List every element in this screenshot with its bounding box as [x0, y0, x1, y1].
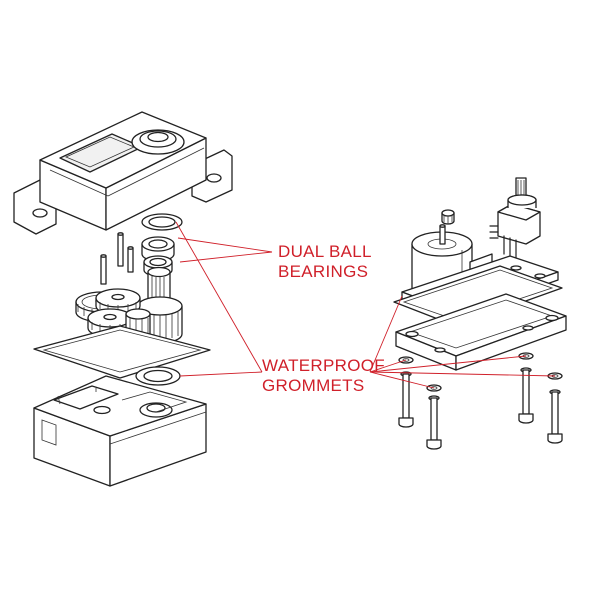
middle-case [33, 375, 207, 487]
potentiometer [489, 177, 541, 259]
bearings-label-line1: DUAL BALL [278, 242, 372, 261]
gear-pins [100, 232, 134, 285]
grommets-label-line2: GROMMETS [262, 376, 365, 395]
callouts: DUAL BALL BEARINGS WATERPROOF GROMMETS [262, 242, 385, 395]
left-servo-exploded-view [13, 111, 233, 487]
right-servo-exploded-view [393, 177, 567, 450]
gear-train [75, 288, 151, 344]
upper-ring [141, 213, 183, 231]
motor-pinion [441, 209, 455, 225]
middle-gasket [33, 325, 211, 379]
lower-ring [135, 366, 181, 386]
case-screws [398, 367, 563, 450]
top-case [13, 111, 233, 235]
bearings-label-line2: BEARINGS [278, 262, 368, 281]
bottom-cover [395, 293, 567, 371]
grommets-label-line1: WATERPROOF [262, 356, 385, 375]
leader-lines [175, 221, 556, 389]
